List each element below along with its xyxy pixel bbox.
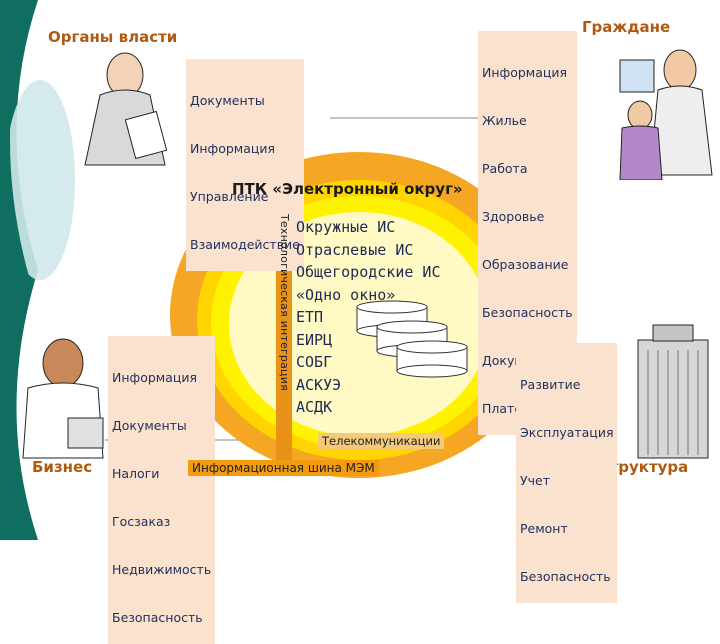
system-item: Общегородские ИС (296, 263, 441, 281)
building-windows (647, 350, 699, 455)
child-body (619, 125, 663, 180)
left-decor (0, 0, 75, 540)
citizens-item: Информация (482, 65, 568, 80)
business-figure (22, 338, 104, 459)
citizens-item: Образование (482, 257, 569, 272)
authorities-title: Органы власти (48, 28, 178, 46)
authorities-item: Управление (190, 189, 269, 204)
database-icons (356, 300, 468, 378)
business-item: Информация (112, 370, 198, 385)
building-icon (637, 339, 709, 459)
teal-band-inner (0, 0, 30, 540)
infrastructure-item: Учет (520, 473, 550, 488)
woman-body (649, 85, 713, 176)
system-item: АСКУЭ (296, 375, 342, 394)
authorities-item: Документы (190, 93, 265, 108)
integration-bar (276, 212, 292, 460)
business-item: Госзаказ (112, 514, 171, 529)
systems-list: Окружные ИС Отраслевые ИС Общегородские … (296, 216, 441, 419)
authorities-item: Взаимодействие (190, 237, 300, 252)
official-figure (84, 52, 168, 166)
computer-icon (67, 417, 104, 449)
infrastructure-box: Развитие Эксплуатация Учет Ремонт Безопа… (516, 343, 618, 603)
businessman-head (42, 338, 84, 388)
infrastructure-building (637, 324, 709, 459)
building-top (652, 324, 694, 342)
window-frame (619, 59, 655, 93)
system-item: АСДК (296, 398, 333, 416)
business-item: Документы (112, 418, 187, 433)
citizens-figure (619, 49, 713, 180)
system-item: Отраслевые ИС (296, 240, 414, 259)
system-item: СОБГ (296, 353, 333, 371)
infrastructure-item: Эксплуатация (520, 425, 614, 440)
business-title: Бизнес (32, 458, 93, 476)
system-item: Окружные ИС (296, 218, 396, 236)
system-item: ЕТП (296, 308, 324, 326)
woman-head (663, 49, 697, 91)
business-box: Информация Документы Налоги Госзаказ Нед… (108, 336, 216, 644)
infrastructure-item: Развитие (520, 377, 581, 392)
light-ellipse (5, 80, 75, 280)
infrastructure-item: Ремонт (520, 521, 568, 536)
authorities-item: Информация (190, 141, 276, 156)
citizens-item: Здоровье (482, 209, 545, 224)
citizens-item: Работа (482, 161, 528, 176)
system-item: «Одно окно» (296, 285, 396, 304)
citizens-title: Граждане (582, 18, 671, 36)
business-item: Безопасность (112, 610, 203, 625)
system-item: ЕИРЦ (296, 330, 333, 349)
business-item: Недвижимость (112, 562, 212, 577)
authorities-box: Документы Информация Управление Взаимоде… (186, 59, 304, 271)
center-title: ПТК «Электронный округ» (232, 180, 463, 198)
telecom-label: Телекоммуникации (318, 433, 445, 449)
integration-label: Технологическая интеграция (278, 214, 291, 391)
citizens-item: Жилье (482, 113, 527, 128)
bus-label: Информационная шина МЭМ (188, 460, 379, 476)
citizens-item: Безопасность (482, 305, 573, 320)
db-cylinder-3 (396, 340, 468, 378)
infrastructure-item: Безопасность (520, 569, 611, 584)
document-icon (124, 110, 168, 160)
child-head (627, 100, 653, 130)
business-item: Налоги (112, 466, 160, 481)
